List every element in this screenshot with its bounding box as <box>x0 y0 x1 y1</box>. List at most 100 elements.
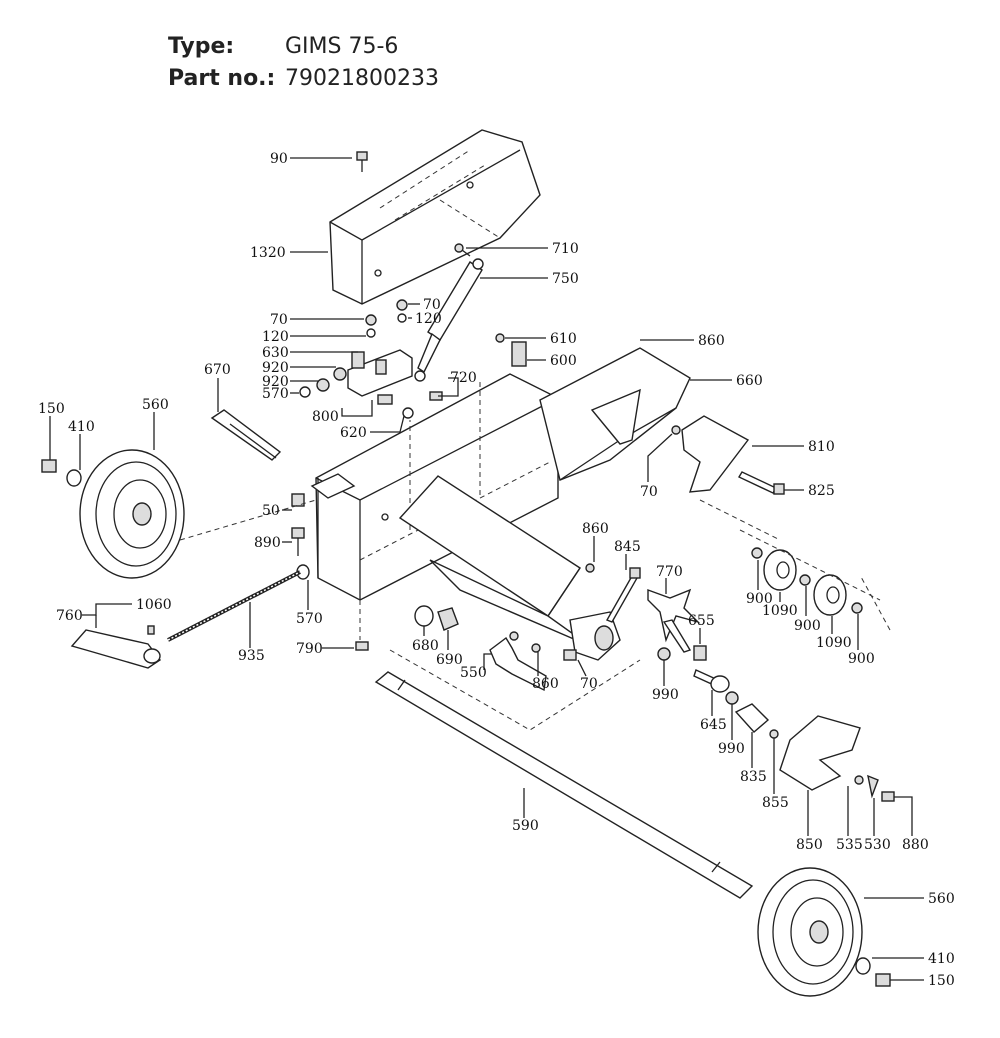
callout-410-right: 410 <box>928 951 955 967</box>
type-label: Type: <box>168 34 235 59</box>
callout-880: 880 <box>902 837 929 853</box>
screw-90-drawing <box>356 151 368 172</box>
callout-535: 535 <box>836 837 863 853</box>
gas-strut-drawing <box>414 258 484 382</box>
callout-530: 530 <box>864 837 891 853</box>
callout-935: 935 <box>238 648 265 664</box>
bolt-670-drawing <box>210 409 282 461</box>
callout-70-c: 70 <box>640 484 658 500</box>
axle-590-drawing <box>374 671 754 899</box>
washer-680-drawing <box>414 605 434 627</box>
callout-70-b: 70 <box>423 297 441 313</box>
callout-1060: 1060 <box>136 597 172 613</box>
pin-855-drawing <box>769 729 779 739</box>
nut-990-upper-drawing <box>657 647 671 661</box>
callout-70-d: 70 <box>580 676 598 692</box>
callout-610: 610 <box>550 331 577 347</box>
callout-920-b: 920 <box>262 374 289 390</box>
callout-845: 845 <box>614 539 641 555</box>
wing-nut-530-drawing <box>867 774 879 799</box>
frame-660-drawing <box>539 347 691 481</box>
roller-1090b-drawing <box>813 574 863 616</box>
callout-90: 90 <box>270 151 288 167</box>
callout-1320: 1320 <box>250 245 286 261</box>
callout-560-right: 560 <box>928 891 955 907</box>
screw-860-lower-drawing <box>531 643 541 653</box>
part-no-value: 79021800233 <box>285 66 439 91</box>
callout-1090-b: 1090 <box>816 635 852 651</box>
callout-720: 720 <box>450 370 477 386</box>
left-wheel-drawing <box>41 449 185 579</box>
screw-710-drawing <box>454 243 471 257</box>
lever-550-drawing <box>489 631 547 692</box>
roller-1090a-drawing <box>751 547 811 591</box>
washer-535-drawing <box>854 775 864 785</box>
callout-1090-a: 1090 <box>762 603 798 619</box>
nut-690-drawing <box>437 607 459 631</box>
bracket-810-drawing <box>671 415 750 493</box>
screw-880-drawing <box>881 791 895 802</box>
assembly-guide-lines <box>179 499 641 731</box>
chute-drawing <box>398 475 621 661</box>
bolt-825-drawing <box>738 471 785 495</box>
callout-645: 645 <box>700 717 727 733</box>
callout-150-left: 150 <box>38 401 65 417</box>
callout-620: 620 <box>340 425 367 441</box>
callout-410-left: 410 <box>68 419 95 435</box>
sleeve-655-drawing <box>693 645 707 661</box>
screw-790-drawing <box>355 641 369 651</box>
callout-900-c: 900 <box>848 651 875 667</box>
callout-920-a: 920 <box>262 360 289 376</box>
callout-550: 550 <box>460 665 487 681</box>
callout-860-low: 860 <box>532 676 559 692</box>
callout-670: 670 <box>204 362 231 378</box>
hinge-bracket-drawing <box>299 299 443 419</box>
callout-900-b: 900 <box>794 618 821 634</box>
threaded-rod-935-drawing <box>167 570 301 642</box>
eye-bolt-645-drawing <box>693 669 739 705</box>
screw-610-drawing <box>495 333 505 343</box>
callout-600: 600 <box>550 353 577 369</box>
callout-655: 655 <box>688 613 715 629</box>
callout-800: 800 <box>312 409 339 425</box>
callout-560-left: 560 <box>142 397 169 413</box>
callout-860-mid: 860 <box>582 521 609 537</box>
hopper-lid-drawing <box>329 129 541 305</box>
crank-760-drawing <box>70 625 162 669</box>
callout-835: 835 <box>740 769 767 785</box>
nut-50-drawing <box>291 493 305 507</box>
callout-680: 680 <box>412 638 439 654</box>
callout-150-right: 150 <box>928 973 955 989</box>
callout-750: 750 <box>552 271 579 287</box>
callout-890: 890 <box>254 535 281 551</box>
roller-guide-lines <box>699 499 891 631</box>
right-wheel-drawing <box>757 867 891 997</box>
callout-900-a: 900 <box>746 591 773 607</box>
star-knob-770-drawing <box>647 588 701 653</box>
block-600-drawing <box>511 341 527 367</box>
screw-860-mid-drawing <box>585 563 595 573</box>
block-835-drawing <box>734 703 770 733</box>
callout-990-a: 990 <box>652 687 679 703</box>
callout-690: 690 <box>436 652 463 668</box>
bolt-845-drawing <box>605 567 641 623</box>
callout-855: 855 <box>762 795 789 811</box>
callout-660: 660 <box>736 373 763 389</box>
callout-630: 630 <box>262 345 289 361</box>
bolt-890-drawing <box>291 527 305 556</box>
callout-120-b: 120 <box>415 311 442 327</box>
callout-760: 760 <box>56 608 83 624</box>
callout-825: 825 <box>808 483 835 499</box>
callout-790: 790 <box>296 641 323 657</box>
callout-770: 770 <box>656 564 683 580</box>
callout-590: 590 <box>512 818 539 834</box>
callout-990-b: 990 <box>718 741 745 757</box>
callout-50: 50 <box>262 503 280 519</box>
callout-570-top: 570 <box>262 386 289 402</box>
callout-570-mid: 570 <box>296 611 323 627</box>
callout-70-a: 70 <box>270 312 288 328</box>
leader-lines <box>49 157 924 981</box>
callout-850: 850 <box>796 837 823 853</box>
callout-120-a: 120 <box>262 329 289 345</box>
